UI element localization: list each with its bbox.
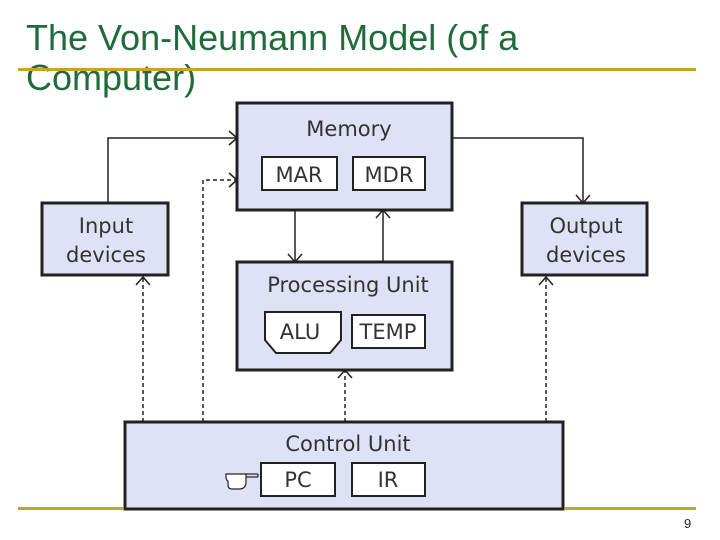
processing-unit: Processing Unit ALU TEMP xyxy=(235,260,454,372)
mar-register-label: MAR xyxy=(275,163,322,187)
output-devices-label-line1: Output xyxy=(550,214,623,238)
title-rule xyxy=(18,68,696,71)
arrowhead-control-to-output xyxy=(538,275,554,286)
slide-title: The Von-Neumann Model (of a Computer) xyxy=(26,17,519,98)
output-devices: Output devices xyxy=(520,201,649,277)
footer-rule-left xyxy=(18,507,123,510)
processing-unit-label: Processing Unit xyxy=(267,273,429,297)
control-line-to-memory xyxy=(202,179,237,422)
input-devices-label-line2: devices xyxy=(66,243,146,267)
pointing-hand-icon xyxy=(225,473,259,490)
alu-shape xyxy=(264,311,342,354)
alu-label: ALU xyxy=(280,320,320,344)
page-number: 9 xyxy=(684,516,692,531)
input-devices: Input devices xyxy=(40,201,170,277)
pc-register-label: PC xyxy=(284,468,311,492)
memory-unit: Memory MAR MDR xyxy=(235,101,454,212)
arrow-input-to-memory xyxy=(107,137,237,203)
arrow-memory-to-output xyxy=(453,137,584,203)
temp-register-label: TEMP xyxy=(359,320,417,344)
memory-label: Memory xyxy=(306,117,391,141)
arrowhead-control-to-input xyxy=(135,275,151,286)
control-unit: Control Unit PC IR xyxy=(123,420,565,511)
control-unit-label: Control Unit xyxy=(285,432,410,456)
output-devices-label-line2: devices xyxy=(546,243,626,267)
mdr-register-label: MDR xyxy=(365,163,414,187)
footer-rule-right xyxy=(565,507,696,510)
input-devices-label-line1: Input xyxy=(79,214,133,238)
ir-register-label: IR xyxy=(378,468,399,492)
